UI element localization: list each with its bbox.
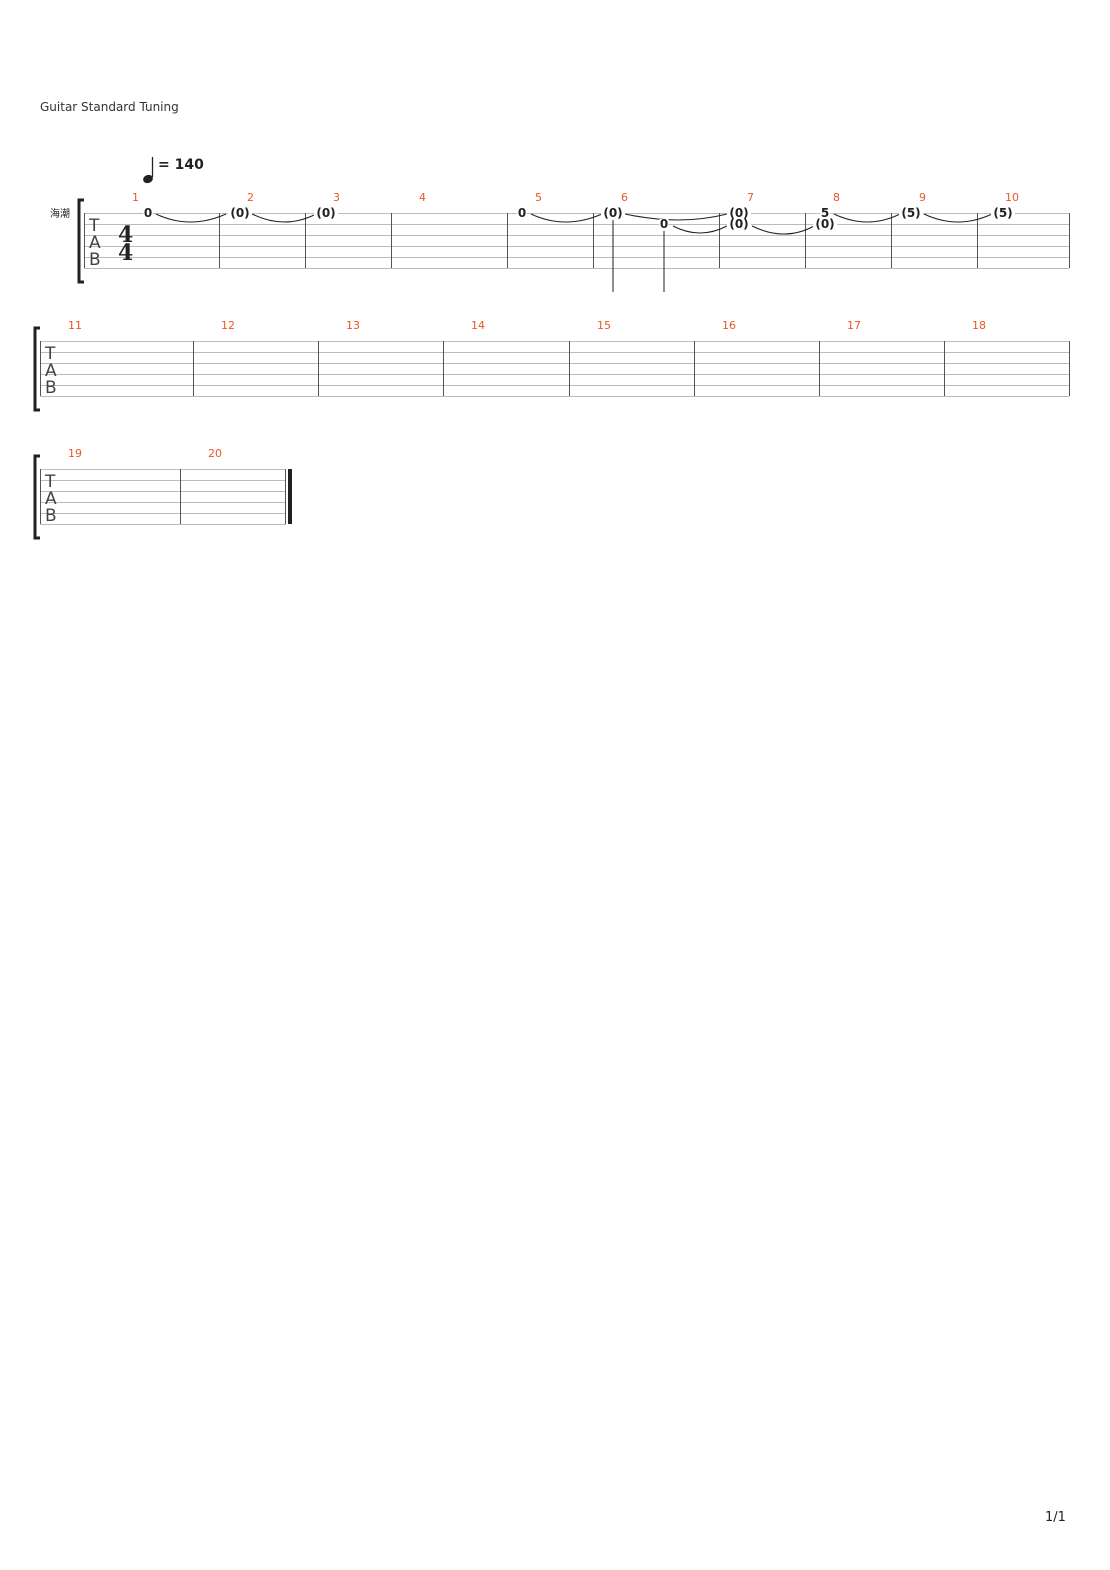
measure-number: 12: [221, 319, 235, 332]
fret-number: (5): [901, 206, 920, 220]
fret-number: 5: [821, 206, 829, 220]
staff-system-2: T A B 11 12 13 14 15 16 17 18: [33, 319, 1070, 412]
measure-number: 16: [722, 319, 736, 332]
fret-mask: [517, 208, 527, 219]
barlines: [219, 213, 1070, 268]
system-bracket: [77, 198, 84, 284]
fret-number: 0: [660, 217, 668, 231]
barlines: [193, 341, 1070, 396]
fret-mask: [143, 208, 153, 219]
measure-number: 8: [833, 191, 840, 204]
tab-letter-a: A: [45, 489, 57, 509]
measure-number: 6: [621, 191, 628, 204]
ties: [155, 213, 993, 235]
tie: [923, 213, 993, 223]
fret-mask: [659, 219, 669, 230]
measure-number: 13: [346, 319, 360, 332]
fret-mask: [313, 208, 339, 219]
fret-numbers: 0(0)(0)0(0)0(0)(0)5(0)(5)(5): [143, 206, 1016, 231]
fret-number: (0): [603, 206, 622, 220]
fret-number: (0): [316, 206, 335, 220]
measure-number: 14: [471, 319, 485, 332]
tie: [672, 225, 728, 234]
tab-letter-b: B: [45, 506, 57, 526]
tab-letter-b: B: [89, 250, 101, 270]
fret-mask: [812, 219, 838, 230]
tempo-marking: = 140: [143, 157, 204, 184]
time-signature-denominator: 4: [118, 240, 133, 266]
fret-number: (0): [815, 217, 834, 231]
fret-mask: [726, 219, 752, 230]
staff-lines: [40, 469, 286, 525]
tie: [530, 213, 603, 223]
fret-mask: [990, 208, 1016, 219]
track-name: 海潮: [50, 207, 70, 220]
fret-number: 0: [518, 206, 526, 220]
tie: [155, 213, 227, 223]
fret-mask: [898, 208, 924, 219]
fret-number: (5): [993, 206, 1012, 220]
tab-letter-t: T: [88, 216, 100, 236]
staff-lines: [40, 341, 1069, 397]
measure-number: 4: [419, 191, 426, 204]
measure-number: 1: [132, 191, 139, 204]
fret-number: (0): [729, 206, 748, 220]
fret-number: (0): [230, 206, 249, 220]
measure-number: 10: [1005, 191, 1019, 204]
measure-number: 15: [597, 319, 611, 332]
tie: [833, 213, 901, 223]
tab-letter-a: A: [45, 361, 57, 381]
tab-letter-t: T: [44, 344, 56, 364]
measure-number: 20: [208, 447, 222, 460]
measure-number: 11: [68, 319, 82, 332]
quarter-note-icon: [143, 174, 153, 184]
measure-number: 5: [535, 191, 542, 204]
fret-mask: [726, 208, 752, 219]
tuning-label: Guitar Standard Tuning: [40, 100, 179, 114]
tie: [624, 213, 728, 221]
fret-number: 0: [144, 206, 152, 220]
system-bracket: [33, 454, 40, 540]
measure-numbers: 1 2 3 4 5 6 7 8 9 10: [132, 191, 1019, 204]
tie: [251, 213, 317, 223]
measure-number: 18: [972, 319, 986, 332]
tab-letter-a: A: [89, 233, 101, 253]
measure-numbers: 11 12 13 14 15 16 17 18: [68, 319, 986, 332]
measure-number: 2: [247, 191, 254, 204]
tempo-label: = 140: [158, 157, 204, 173]
measure-number: 7: [747, 191, 754, 204]
page-number: 1/1: [1045, 1510, 1066, 1525]
system-bracket: [33, 326, 40, 412]
fret-number: (0): [729, 217, 748, 231]
fret-mask: [820, 208, 830, 219]
time-signature-numerator: 4: [118, 222, 133, 248]
measure-number: 17: [847, 319, 861, 332]
tab-letter-b: B: [45, 378, 57, 398]
fret-mask: [227, 208, 253, 219]
fret-mask: [600, 208, 626, 219]
measure-number: 3: [333, 191, 340, 204]
measure-number: 19: [68, 447, 82, 460]
tab-letter-t: T: [44, 472, 56, 492]
final-barline-thick: [288, 469, 292, 524]
measure-number: 9: [919, 191, 926, 204]
tie: [751, 225, 815, 235]
